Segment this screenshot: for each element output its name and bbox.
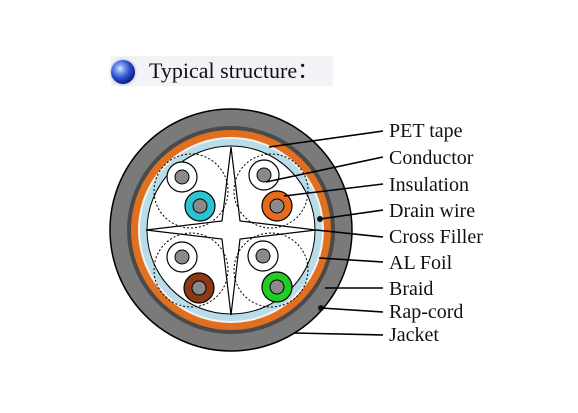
label-braid: Braid xyxy=(389,278,434,300)
leader-jacket xyxy=(293,332,384,336)
leader-drain-wire xyxy=(319,209,384,220)
conductor xyxy=(269,198,285,214)
label-pet-tape: PET tape xyxy=(389,120,463,142)
pair-3 xyxy=(166,241,215,304)
label-drain-wire: Drain wire xyxy=(389,200,476,222)
leader-pet-tape xyxy=(268,130,384,148)
pair-4 xyxy=(247,240,293,303)
pair-2 xyxy=(248,159,293,222)
header-bar xyxy=(111,56,333,86)
leader-insulation xyxy=(283,183,384,197)
pair-binder-bottom-right xyxy=(233,232,309,308)
label-jacket: Jacket xyxy=(389,324,439,346)
label-insulation: Insulation xyxy=(389,174,469,196)
pair-binder-top-left xyxy=(153,153,229,229)
label-rap-cord: Rap-cord xyxy=(389,301,464,323)
conductor xyxy=(174,169,190,185)
conductor xyxy=(255,248,271,264)
label-al-foil: AL Foil xyxy=(389,252,453,274)
leader-cross-filler xyxy=(315,229,384,238)
conductor xyxy=(192,198,208,214)
conductor xyxy=(191,280,207,296)
label-cross-filler: Cross Filler xyxy=(389,226,483,248)
pair-binder-bottom-left xyxy=(153,232,229,308)
leader-rap-cord xyxy=(320,307,384,313)
leader-al-foil xyxy=(318,257,384,263)
pair-1 xyxy=(166,161,216,222)
conductor xyxy=(174,249,190,265)
conductor xyxy=(269,279,285,295)
conductor xyxy=(256,167,272,183)
blue-orb-bullet-icon xyxy=(111,60,135,84)
label-conductor: Conductor xyxy=(389,147,474,169)
section-title: Typical structure： xyxy=(149,58,320,83)
cross-filler xyxy=(145,146,317,316)
leader-conductor xyxy=(265,156,384,183)
pair-binder-top-right xyxy=(233,153,309,229)
